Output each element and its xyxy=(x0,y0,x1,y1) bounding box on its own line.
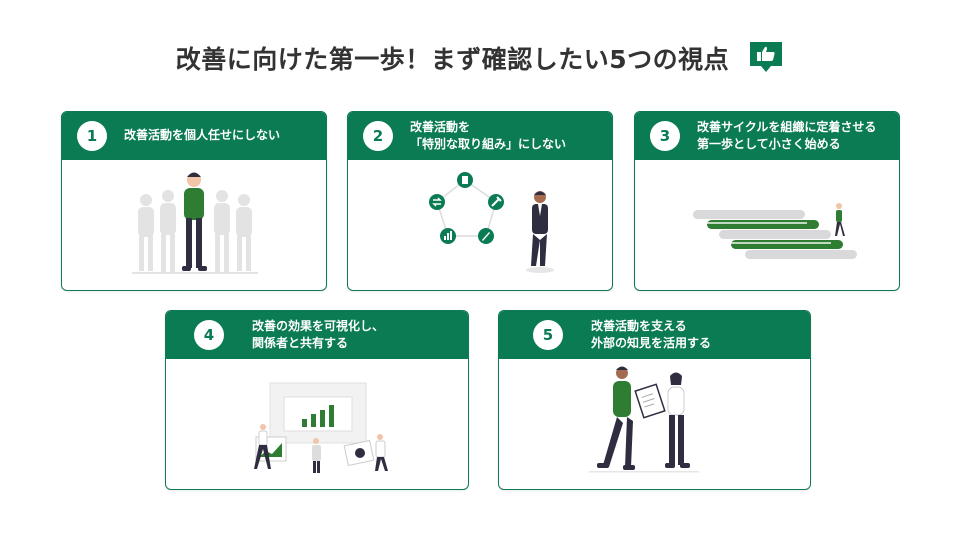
card-title-line: 改善サイクルを組織に定着させる xyxy=(697,119,877,134)
page-title: 改善に向けた第一歩！まず確認したい5つの視点 xyxy=(175,45,730,74)
title-row: 改善に向けた第一歩！まず確認したい5つの視点 xyxy=(0,40,960,76)
card-number: 3 xyxy=(650,121,680,151)
card-title-line: 改善の効果を可視化し、 xyxy=(252,318,385,333)
card-header: 5 改善活動を支える 外部の知見を活用する xyxy=(499,311,810,359)
card-5: 5 改善活動を支える 外部の知見を活用する xyxy=(498,310,811,490)
card-header: 3 改善サイクルを組織に定着させる 第一歩として小さく始める xyxy=(635,112,899,160)
illustration-climbing-steps xyxy=(635,160,899,290)
card-header: 1 改善活動を個人任せにしない xyxy=(62,112,326,160)
card-title-line: 外部の知見を活用する xyxy=(591,336,712,350)
card-header: 4 改善の効果を可視化し、 関係者と共有する xyxy=(166,311,468,359)
card-3: 3 改善サイクルを組織に定着させる 第一歩として小さく始める xyxy=(634,111,900,291)
illustration-person-with-team xyxy=(62,160,326,290)
card-title: 改善活動を個人任せにしない xyxy=(124,112,280,160)
card-2: 2 改善活動を 「特別な取り組み」にしない xyxy=(347,111,613,291)
card-title-line: 関係者と共有する xyxy=(252,336,349,350)
card-number: 4 xyxy=(194,320,224,350)
card-title-line: 改善活動を xyxy=(410,119,471,134)
card-number: 1 xyxy=(77,121,107,151)
card-title: 改善活動を支える 外部の知見を活用する xyxy=(591,311,711,359)
card-number: 2 xyxy=(363,121,393,151)
illustration-two-people-clipboard xyxy=(499,359,810,489)
thumbs-up-icon xyxy=(748,40,784,76)
card-title-line: 「特別な取り組み」にしない xyxy=(410,137,567,151)
card-title-line: 改善活動を支える xyxy=(591,318,687,333)
card-title: 改善活動を 「特別な取り組み」にしない xyxy=(410,112,566,160)
card-title-line: 改善活動を個人任せにしない xyxy=(124,128,281,143)
rocket-icon xyxy=(478,228,494,244)
card-header: 2 改善活動を 「特別な取り組み」にしない xyxy=(348,112,612,160)
card-number: 5 xyxy=(533,320,563,350)
hammer-icon xyxy=(488,194,504,210)
document-icon xyxy=(457,172,473,188)
card-title: 改善の効果を可視化し、 関係者と共有する xyxy=(252,311,384,359)
illustration-process-cycle xyxy=(348,160,612,290)
card-4: 4 改善の効果を可視化し、 関係者と共有する xyxy=(165,310,469,490)
illustration-presenting-charts xyxy=(166,359,468,489)
refresh-icon xyxy=(429,194,445,210)
card-1: 1 改善活動を個人任せにしない xyxy=(61,111,327,291)
bar-chart-icon xyxy=(440,228,456,244)
card-title: 改善サイクルを組織に定着させる 第一歩として小さく始める xyxy=(697,112,876,160)
card-title-line: 第一歩として小さく始める xyxy=(697,137,841,151)
